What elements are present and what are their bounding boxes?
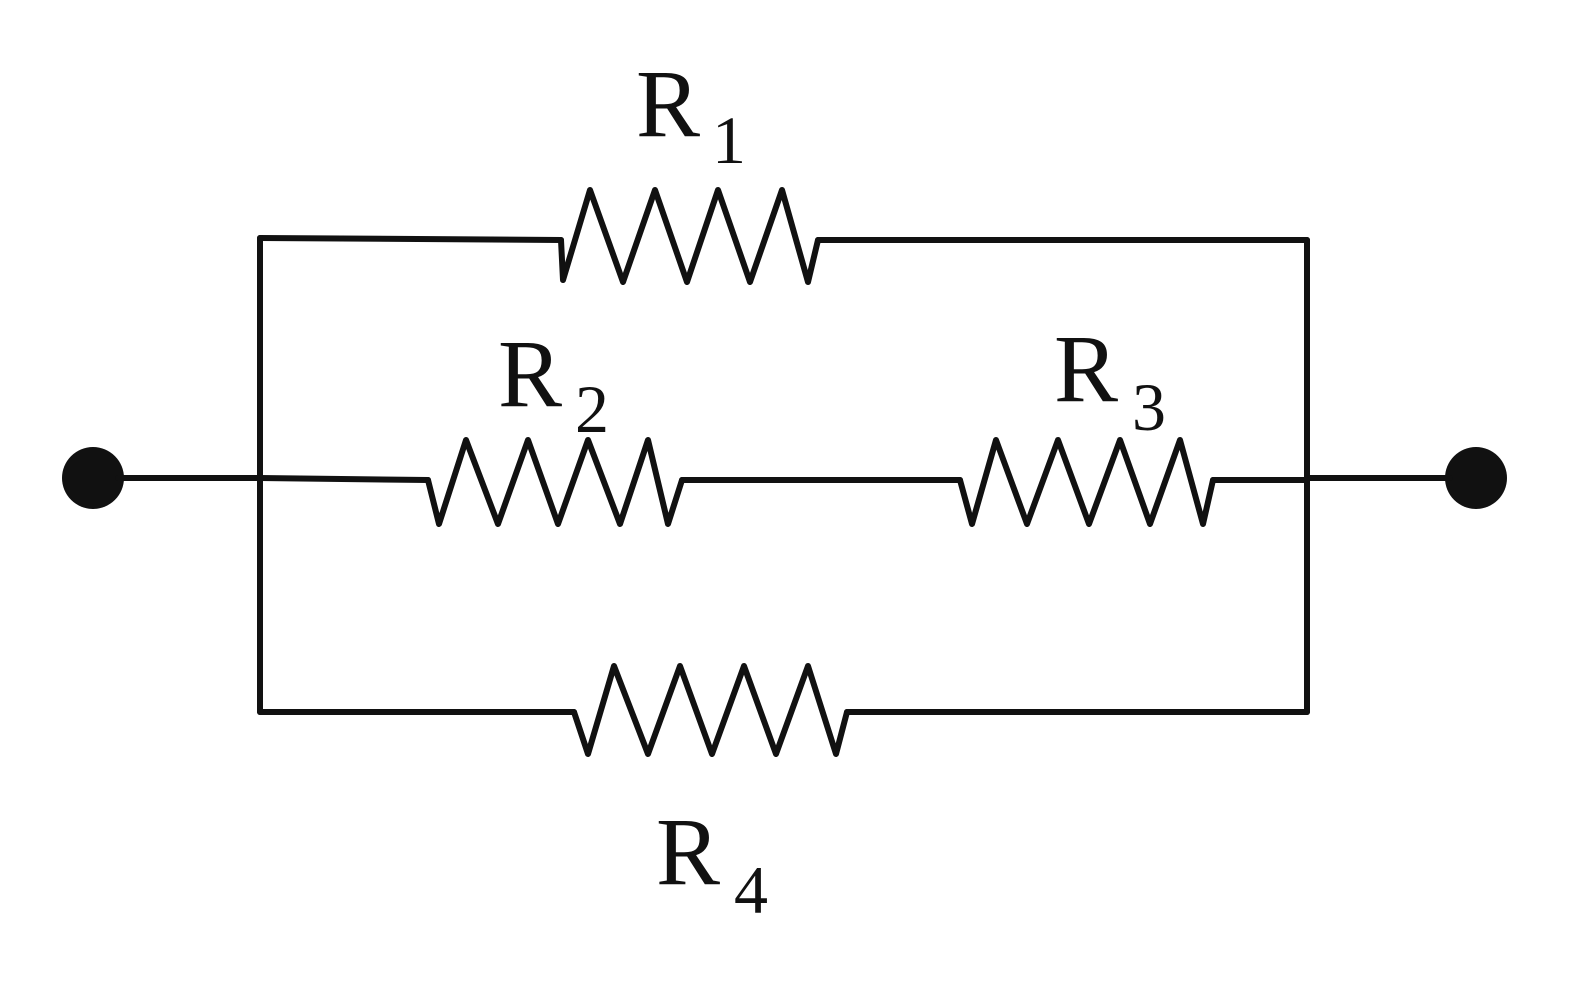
r3-label: R [1054,315,1118,422]
r3-label-subscript: 3 [1132,369,1166,445]
resistor-r2-symbol [425,437,685,527]
resistor-r3-symbol [957,437,1216,527]
r4-label-subscript: 4 [734,852,768,928]
middle-branch-wire-left [257,475,431,483]
resistor-r1-symbol [558,187,821,285]
r1-label-subscript: 1 [712,102,746,178]
right-terminal [1445,447,1507,509]
r1-branch-wire [257,235,564,243]
r2-label: R [498,320,562,427]
r2-label-subscript: 2 [575,371,609,447]
left-terminal [62,447,124,509]
r4-label: R [656,798,720,905]
resistor-r4-symbol [571,663,850,757]
r1-label: R [636,50,700,157]
